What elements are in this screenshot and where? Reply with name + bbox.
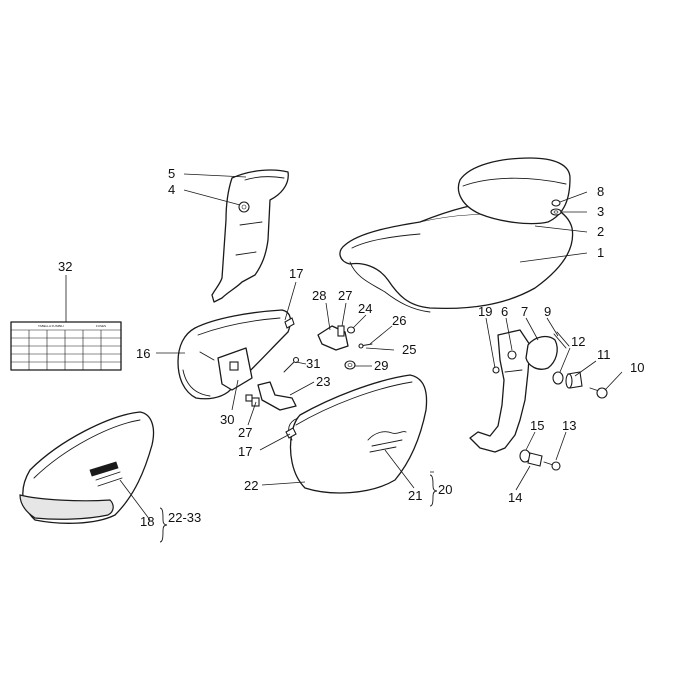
callout-32: 32: [58, 259, 72, 274]
callout-26: 26: [392, 313, 406, 328]
callout-18: 18: [140, 514, 154, 529]
leader-lines: [65, 173, 623, 521]
brace-18: [159, 507, 168, 543]
part-plate-30: [245, 394, 253, 402]
callout-11: 11: [597, 347, 611, 362]
callout-21: 21: [408, 488, 422, 503]
part-bolt-13: [543, 461, 561, 471]
part-support-bracket: [469, 329, 531, 453]
callout-17-lower: 17: [238, 444, 252, 459]
callout-20: 20: [438, 482, 452, 497]
callout-17-upper: 17: [289, 266, 303, 281]
callout-labels: 5 4 32 17 16 8 3 2 1 28 27 24 26 25 29 3…: [58, 166, 644, 529]
callout-31: 31: [306, 356, 320, 371]
part-bolt-10: [589, 387, 608, 399]
part-reflector-7: [525, 335, 558, 370]
callout-13: 13: [562, 418, 576, 433]
callout-29: 29: [374, 358, 388, 373]
callout-8: 8: [597, 184, 604, 199]
callout-22: 22: [244, 478, 258, 493]
callout-6: 6: [501, 304, 508, 319]
callout-9: 9: [544, 304, 551, 319]
part-bracket-23: [251, 381, 297, 411]
callout-1: 1: [597, 245, 604, 260]
part-right-side-cover: [288, 374, 428, 494]
part-left-side-cover: [177, 309, 292, 400]
part-decorated-side-cover: [19, 411, 155, 524]
callout-27-upper: 27: [338, 288, 352, 303]
fuse-table-header-right: FUSES: [96, 324, 106, 328]
callout-15: 15: [530, 418, 544, 433]
part-spacer-11: [565, 371, 583, 389]
brace-20: [429, 474, 438, 507]
callout-2: 2: [597, 224, 604, 239]
callout-3: 3: [597, 204, 604, 219]
fuse-table-decal: TABELLA FUSIBILI FUSES: [10, 321, 122, 371]
callout-14: 14: [508, 490, 522, 505]
part-spacer-27: [337, 325, 345, 337]
callout-7: 7: [521, 304, 528, 319]
callout-28: 28: [312, 288, 326, 303]
part-rear-bracket: [211, 169, 289, 303]
part-spacer-12: [552, 371, 564, 385]
part-screw-31: [283, 356, 300, 373]
callout-22-33: 22-33: [168, 510, 201, 525]
callout-23: 23: [316, 374, 330, 389]
callout-27-lower: 27: [238, 425, 252, 440]
part-grommet-17-upper: [284, 317, 295, 329]
callout-5: 5: [168, 166, 175, 181]
part-grommet-17-lower: [285, 427, 297, 439]
fuse-table-title: TABELLA FUSIBILI: [38, 324, 64, 328]
part-spacer-14: [527, 452, 543, 467]
callout-12: 12: [571, 334, 585, 349]
callout-25: 25: [402, 342, 416, 357]
part-clip-9: [553, 331, 570, 349]
part-washer-3: [550, 208, 562, 216]
part-nut-24: [346, 326, 356, 334]
callout-16: 16: [136, 346, 150, 361]
part-washer-29: [344, 360, 356, 370]
part-passenger-pad: [457, 157, 571, 225]
callout-30: 30: [220, 412, 234, 427]
callout-4: 4: [168, 182, 175, 197]
part-nut-19: [492, 366, 500, 374]
part-nut-8: [551, 199, 561, 207]
callout-19: 19: [478, 304, 492, 319]
callout-24: 24: [358, 301, 372, 316]
part-screw-26: [358, 343, 373, 349]
callout-10: 10: [630, 360, 644, 375]
